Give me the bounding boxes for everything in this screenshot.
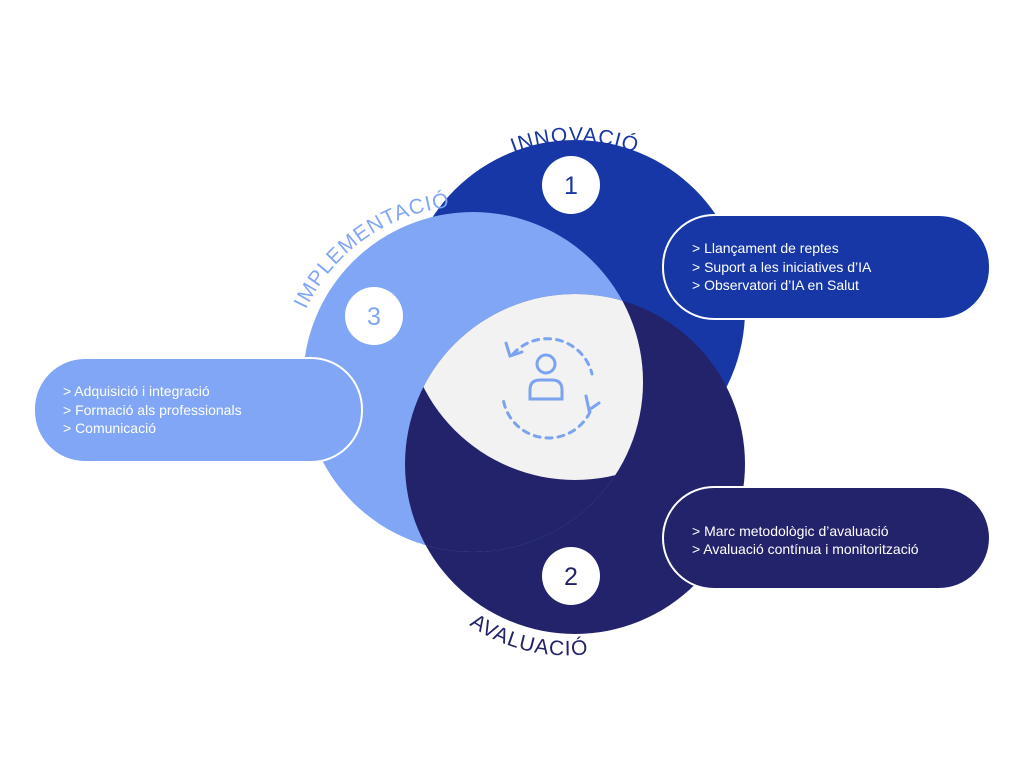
info-pill-innovacio: > Llançament de reptes > Suport a les in… — [662, 214, 991, 320]
badge-1: 1 — [542, 156, 600, 214]
badge-2: 2 — [542, 547, 600, 605]
list-item: > Adquisició i integració — [63, 383, 210, 400]
badge-3: 3 — [345, 287, 403, 345]
list-item: > Observatori d’IA en Salut — [692, 277, 859, 294]
list-item: > Comunicació — [63, 420, 156, 437]
info-pill-implementacio: > Adquisició i integració > Formació als… — [33, 357, 363, 463]
list-item: > Avaluació contínua i monitorització — [692, 541, 919, 557]
center-area — [405, 294, 643, 480]
list-item: > Llançament de reptes — [692, 240, 839, 257]
badge-1-number: 1 — [564, 172, 578, 200]
list-item: > Formació als professionals — [63, 401, 242, 418]
list-item: > Marc metodològic d’avaluació — [692, 522, 889, 539]
badge-2-number: 2 — [564, 563, 578, 591]
badge-3-number: 3 — [367, 303, 381, 331]
info-pill-avaluacio: > Marc metodològic d’avaluació > Avaluac… — [662, 486, 991, 590]
list-item: > Suport a les iniciatives d’IA — [692, 258, 872, 275]
user-cycle-icon — [501, 337, 601, 440]
